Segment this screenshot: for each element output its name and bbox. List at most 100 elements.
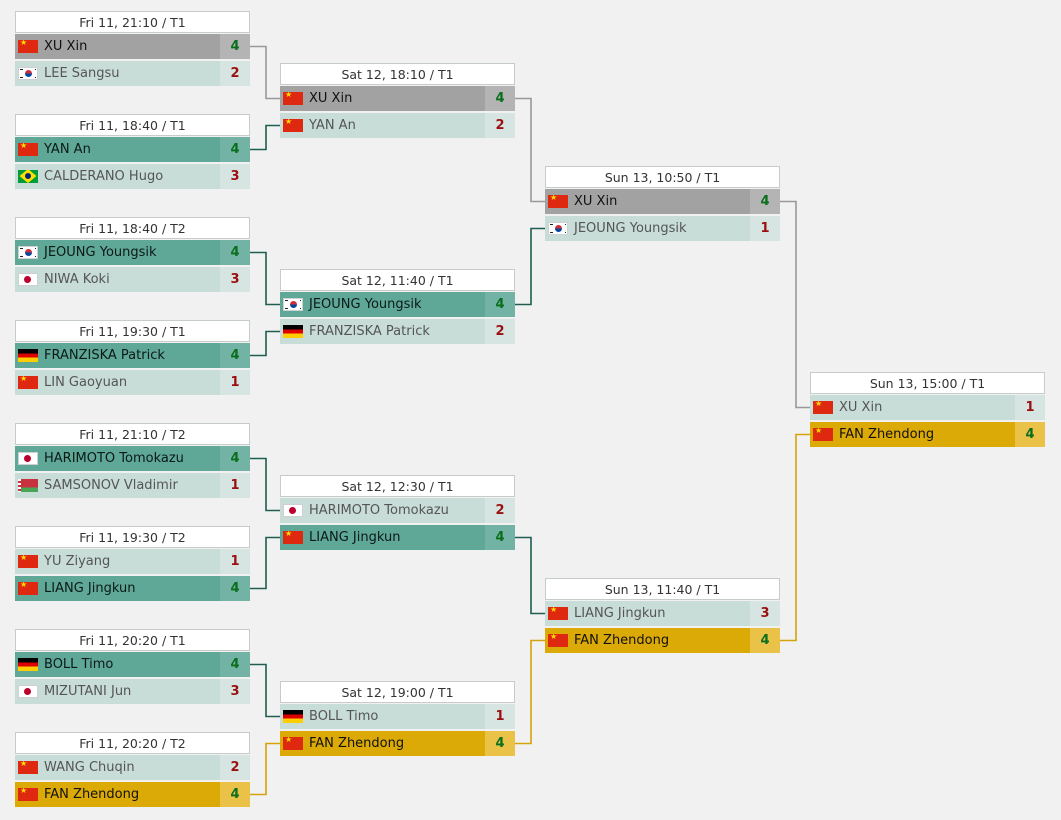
player-score: 4 xyxy=(220,137,250,162)
player-name: LIANG Jingkun xyxy=(574,606,666,621)
player-score: 4 xyxy=(220,652,250,677)
player-name: XU Xin xyxy=(839,400,883,415)
player-row[interactable]: XU Xin 4 xyxy=(15,34,250,59)
match-header: Sun 13, 10:50 / T1 xyxy=(545,166,780,188)
flag-chn-icon xyxy=(18,582,38,595)
player-score: 2 xyxy=(220,755,250,780)
player-name-cell: FAN Zhendong xyxy=(15,782,220,807)
match-r1m6[interactable]: Fri 11, 19:30 / T2YU Ziyang1LIANG Jingku… xyxy=(15,526,250,603)
player-name: LIN Gaoyuan xyxy=(44,375,128,390)
player-name-cell: LIANG Jingkun xyxy=(545,601,750,626)
bracket-connector-line xyxy=(780,433,810,642)
match-r3m2[interactable]: Sun 13, 11:40 / T1LIANG Jingkun3FAN Zhen… xyxy=(545,578,780,655)
player-name-cell: FRANZISKA Patrick xyxy=(280,319,485,344)
bracket-connector-line xyxy=(250,663,280,718)
player-row[interactable]: BOLL Timo 1 xyxy=(280,704,515,729)
player-name: LIANG Jingkun xyxy=(44,581,136,596)
player-score: 4 xyxy=(220,240,250,265)
flag-bra-icon xyxy=(18,170,38,183)
match-header: Sat 12, 19:00 / T1 xyxy=(280,681,515,703)
match-r2m1[interactable]: Sat 12, 18:10 / T1XU Xin4YAN An2 xyxy=(280,63,515,140)
player-score: 2 xyxy=(485,319,515,344)
player-name-cell: JEOUNG Youngsik xyxy=(15,240,220,265)
flag-kor-icon xyxy=(18,67,38,80)
flag-kor-icon xyxy=(548,222,568,235)
player-name: FRANZISKA Patrick xyxy=(309,324,430,339)
player-row[interactable]: YAN An2 xyxy=(280,113,515,138)
player-name-cell: JEOUNG Youngsik xyxy=(545,216,750,241)
player-score: 4 xyxy=(220,34,250,59)
player-name-cell: FAN Zhendong xyxy=(810,422,1015,447)
player-name: HARIMOTO Tomokazu xyxy=(44,451,184,466)
player-name: YU Ziyang xyxy=(44,554,111,569)
player-score: 1 xyxy=(485,704,515,729)
bracket-connector-line xyxy=(250,536,280,590)
player-name: WANG Chuqin xyxy=(44,760,135,775)
player-row[interactable]: JEOUNG Youngsik 4 xyxy=(15,240,250,265)
flag-chn-icon xyxy=(548,607,568,620)
player-name: BOLL Timo xyxy=(309,709,379,724)
bracket-connector-line xyxy=(515,227,545,306)
player-name: JEOUNG Youngsik xyxy=(44,245,157,260)
player-name: LIANG Jingkun xyxy=(309,530,401,545)
match-header: Sun 13, 11:40 / T1 xyxy=(545,578,780,600)
player-name: JEOUNG Youngsik xyxy=(574,221,687,236)
player-row[interactable]: YAN An4 xyxy=(15,137,250,162)
match-header: Sat 12, 18:10 / T1 xyxy=(280,63,515,85)
match-r2m4[interactable]: Sat 12, 19:00 / T1 BOLL Timo 1FAN Zhendong… xyxy=(280,681,515,758)
player-row[interactable]: FRANZISKA Patrick 2 xyxy=(280,319,515,344)
match-header: Fri 11, 21:10 / T2 xyxy=(15,423,250,445)
player-name: XU Xin xyxy=(44,39,88,54)
player-row[interactable]: WANG Chuqin 2 xyxy=(15,755,250,780)
player-name: CALDERANO Hugo xyxy=(44,169,164,184)
player-score: 2 xyxy=(220,61,250,86)
bracket-connector-line xyxy=(250,457,280,512)
flag-chn-icon xyxy=(548,634,568,647)
match-header: Fri 11, 20:20 / T2 xyxy=(15,732,250,754)
player-name-cell: SAMSONOV Vladimir xyxy=(15,473,220,498)
match-r1m8[interactable]: Fri 11, 20:20 / T2 WANG Chuqin 2FAN Zhendo… xyxy=(15,732,250,809)
match-header: Sat 12, 11:40 / T1 xyxy=(280,269,515,291)
flag-chn-icon xyxy=(283,119,303,132)
player-name-cell: XU Xin xyxy=(545,189,750,214)
match-header: Fri 11, 20:20 / T1 xyxy=(15,629,250,651)
player-name-cell: CALDERANO Hugo xyxy=(15,164,220,189)
player-score: 4 xyxy=(1015,422,1045,447)
flag-ger-icon xyxy=(283,325,303,338)
flag-ger-icon xyxy=(18,658,38,671)
